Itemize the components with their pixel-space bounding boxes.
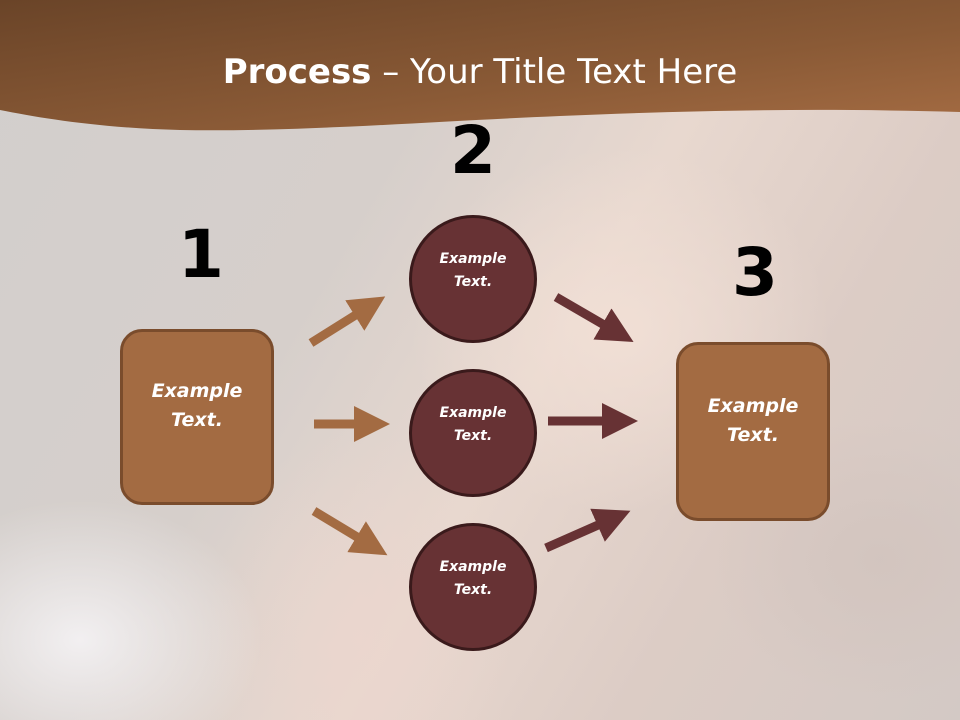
step-number-2: 2	[450, 112, 496, 189]
circle-label: Example Text.	[439, 559, 507, 598]
step2-circle-middle[interactable]: Example Text.	[409, 369, 537, 497]
circle-label: Example Text.	[439, 251, 507, 290]
arrow-icon	[553, 293, 634, 343]
title-bold: Process	[222, 52, 372, 92]
arrow-icon	[311, 507, 388, 556]
step-number-1: 1	[178, 216, 224, 293]
step2-circle-top[interactable]: Example Text.	[409, 215, 537, 343]
step1-box[interactable]: Example Text.	[120, 329, 274, 505]
header-banner	[0, 0, 960, 131]
step2-circle-bottom[interactable]: Example Text.	[409, 523, 537, 651]
step-number-3: 3	[732, 234, 778, 311]
slide-title: Process – Your Title Text Here	[0, 52, 960, 92]
circle-label: Example Text.	[439, 405, 507, 444]
step3-label: Example Text.	[707, 394, 799, 446]
arrow-icon	[544, 508, 631, 553]
step3-box[interactable]: Example Text.	[676, 342, 830, 521]
arrow-icon	[308, 296, 386, 347]
title-rest: – Your Title Text Here	[371, 52, 738, 92]
step1-label: Example Text.	[151, 380, 243, 431]
